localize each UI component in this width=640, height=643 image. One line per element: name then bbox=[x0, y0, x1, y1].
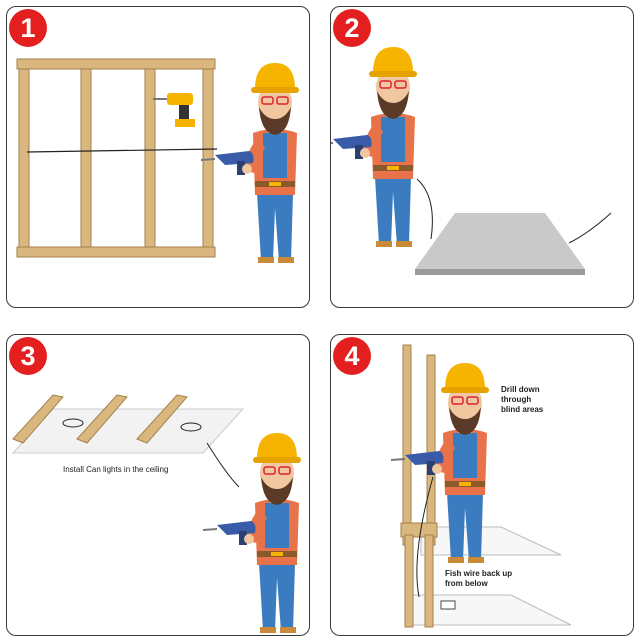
step-1-panel: 1 bbox=[6, 6, 310, 308]
step-4-illustration bbox=[390, 344, 572, 628]
step-4-note-top: Drill down through blind areas bbox=[501, 385, 544, 414]
step-3-caption: Install Can lights in the ceiling bbox=[63, 465, 169, 474]
cordless-drill-icon bbox=[153, 93, 195, 127]
step-3-panel: 3 Install Can lights in the ceiling bbox=[6, 334, 310, 636]
step-badge: 2 bbox=[333, 9, 371, 47]
step-badge: 1 bbox=[9, 9, 47, 47]
step-2-panel: 2 bbox=[330, 6, 634, 308]
step-badge: 3 bbox=[9, 337, 47, 375]
step-4-note-bottom: Fish wire back up from below bbox=[445, 569, 513, 588]
step-3-illustration bbox=[11, 394, 302, 634]
step-2-illustration bbox=[331, 46, 612, 275]
step-4-panel: 4 Drill down through blind areas Fish wi… bbox=[330, 334, 634, 636]
step-badge: 4 bbox=[333, 337, 371, 375]
step-1-illustration bbox=[16, 58, 300, 264]
